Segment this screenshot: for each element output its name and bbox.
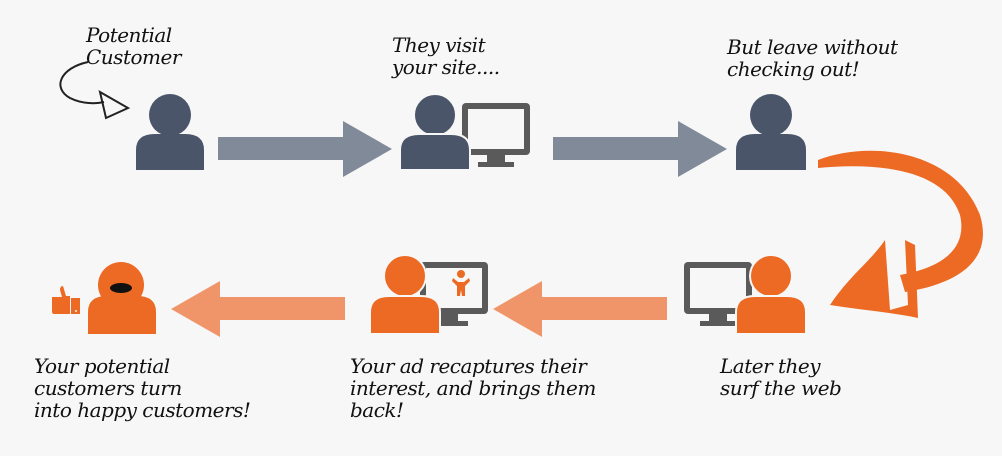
gray-arrow-right-1: [218, 121, 392, 177]
step5-label: Your ad recaptures their interest, and b…: [350, 354, 596, 422]
step2-person-icon: [399, 93, 471, 171]
step4-monitor-icon: [684, 262, 752, 326]
step2-label: They visit your site....: [392, 33, 500, 79]
step3-person-icon: [736, 94, 806, 170]
step4-person-icon: [735, 254, 807, 335]
step4-label: Later they surf the web: [720, 354, 842, 400]
gray-arrow-right-2: [553, 121, 727, 177]
step6-happy-person-icon: [88, 262, 156, 334]
swoosh-arrowhead: [830, 240, 918, 318]
pointer-arrowhead-icon: [98, 89, 131, 120]
step2-monitor-icon: [462, 103, 530, 167]
curly-pointer-arrow-icon: [59, 61, 105, 105]
step3-label: But leave without checking out!: [727, 35, 898, 81]
orange-swoosh-arrow: [818, 150, 983, 292]
orange-arrow-left-2: [171, 281, 345, 337]
step5-person-icon: [369, 254, 441, 335]
orange-arrow-left-1: [493, 281, 667, 337]
step1-label: Potential Customer: [86, 23, 181, 69]
thumbs-up-icon: [52, 286, 80, 314]
ad-figure-icon: [452, 270, 470, 296]
step1-person-icon: [136, 94, 204, 170]
step6-label: Your potential customers turn into happy…: [34, 354, 251, 422]
